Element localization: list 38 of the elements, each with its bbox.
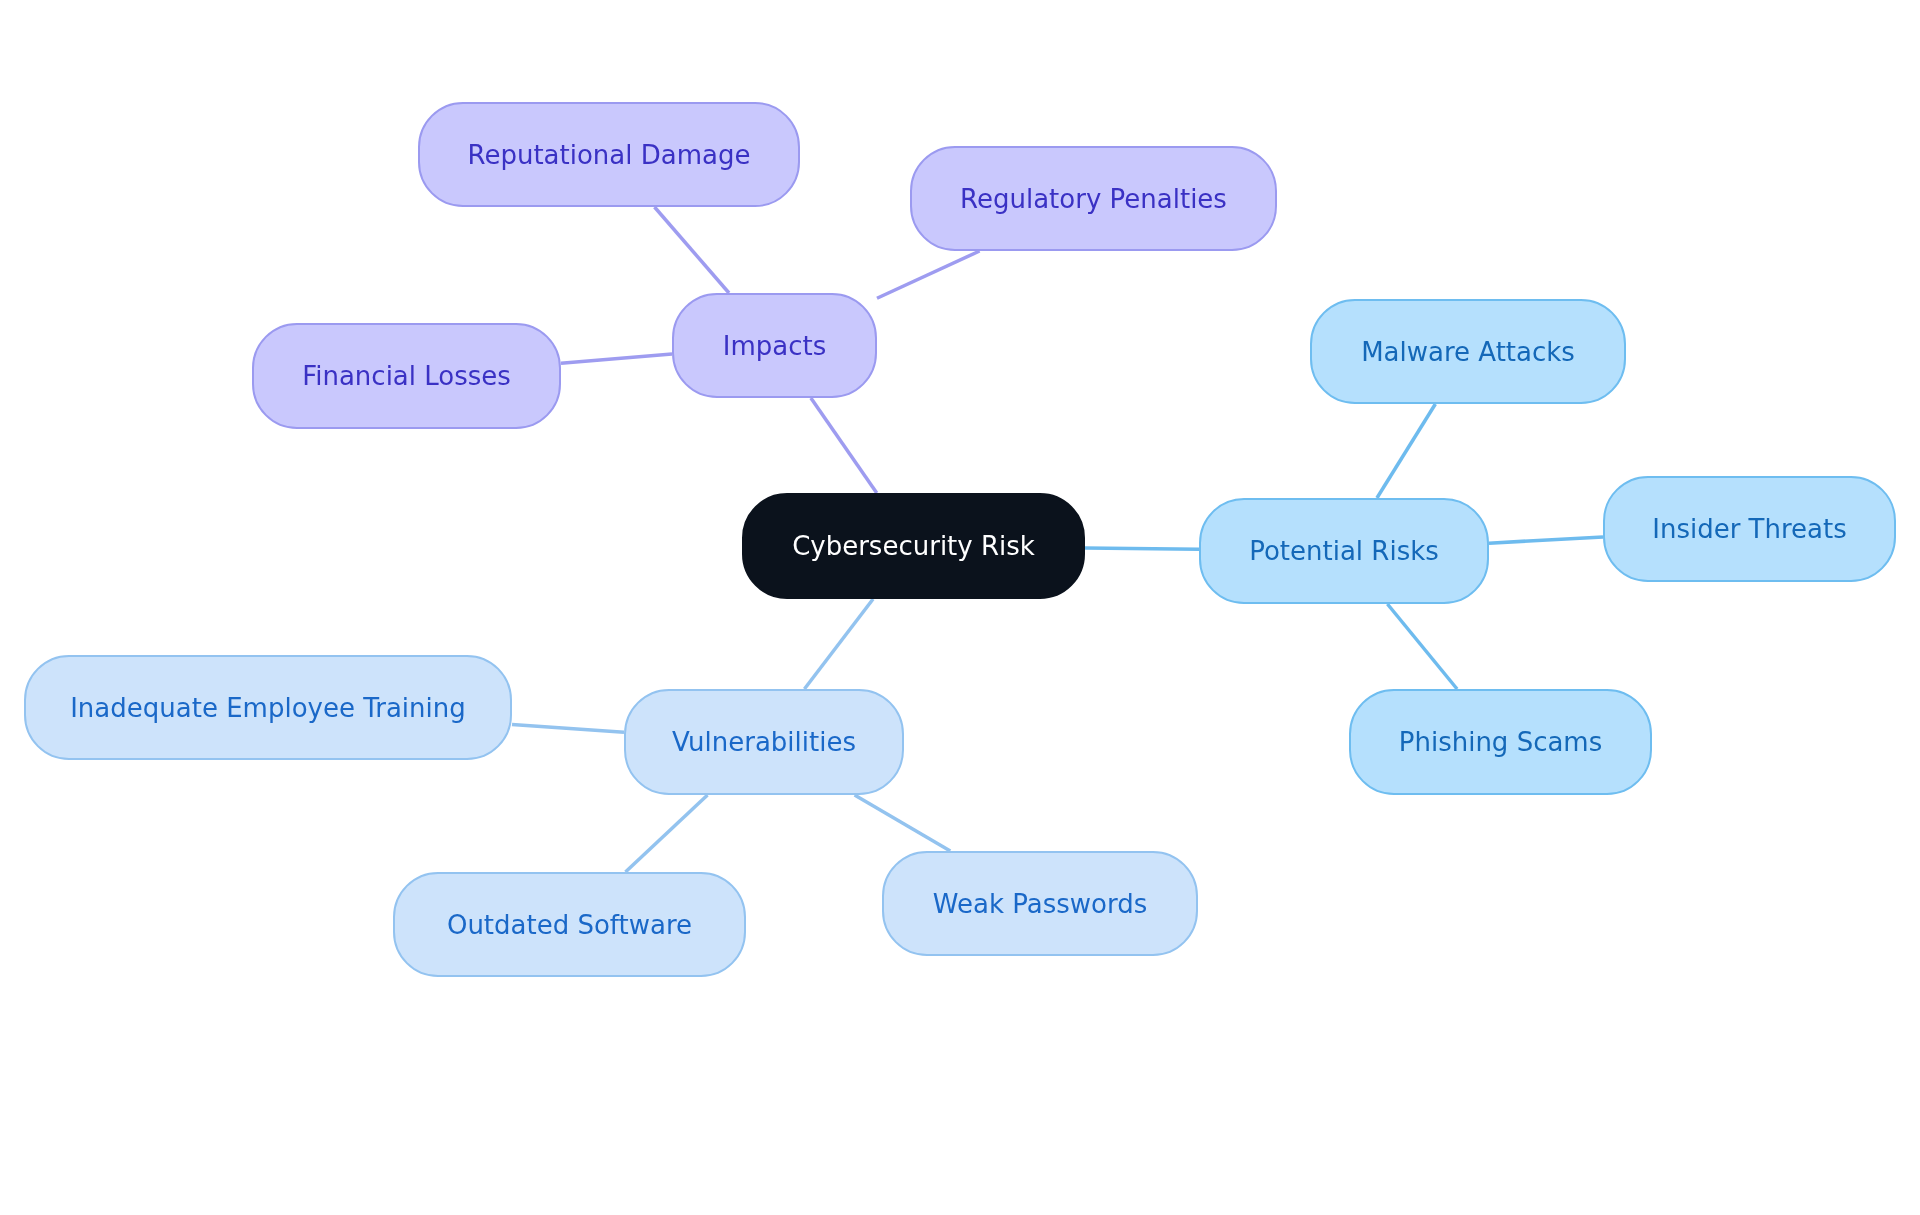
connector-line — [853, 793, 952, 853]
connector-line — [653, 205, 731, 295]
topic-node — [1349, 689, 1652, 795]
connector-line — [809, 397, 879, 494]
topic-node — [1310, 299, 1626, 404]
topic-node — [624, 689, 904, 795]
node-label: Phishing Scams — [1398, 727, 1603, 757]
connector-line — [803, 597, 875, 691]
connector-line — [1488, 535, 1604, 545]
connector-line — [511, 722, 625, 734]
topic-node — [1199, 498, 1489, 604]
central-topic-node — [742, 493, 1085, 599]
topic-node — [1603, 476, 1896, 582]
node-label: Malware Attacks — [1361, 336, 1575, 367]
node-label: Regulatory Penalties — [960, 183, 1227, 214]
topic-node — [882, 851, 1198, 956]
node-label: Vulnerabilities — [672, 727, 856, 757]
topic-node — [252, 323, 561, 429]
connector-line — [876, 249, 981, 300]
node-label: Financial Losses — [302, 361, 511, 391]
connector-line — [624, 793, 709, 874]
topic-node — [418, 102, 800, 207]
connector-line — [1375, 403, 1437, 499]
node-label: Insider Threats — [1652, 514, 1847, 544]
node-label: Reputational Damage — [467, 139, 751, 170]
topic-node — [393, 872, 746, 977]
node-label: Outdated Software — [446, 909, 693, 940]
topic-node — [910, 146, 1277, 251]
node-label: Inadequate Employee Training — [70, 692, 466, 723]
node-label: Cybersecurity Risk — [792, 531, 1035, 561]
connector-line — [1084, 546, 1200, 552]
node-label: Impacts — [722, 330, 827, 361]
node-label: Potential Risks — [1249, 536, 1439, 566]
node-label: Weak Passwords — [932, 888, 1148, 919]
connector-line — [560, 352, 673, 365]
topic-node — [672, 293, 877, 398]
connector-line — [1386, 602, 1459, 691]
topic-node — [24, 655, 512, 760]
